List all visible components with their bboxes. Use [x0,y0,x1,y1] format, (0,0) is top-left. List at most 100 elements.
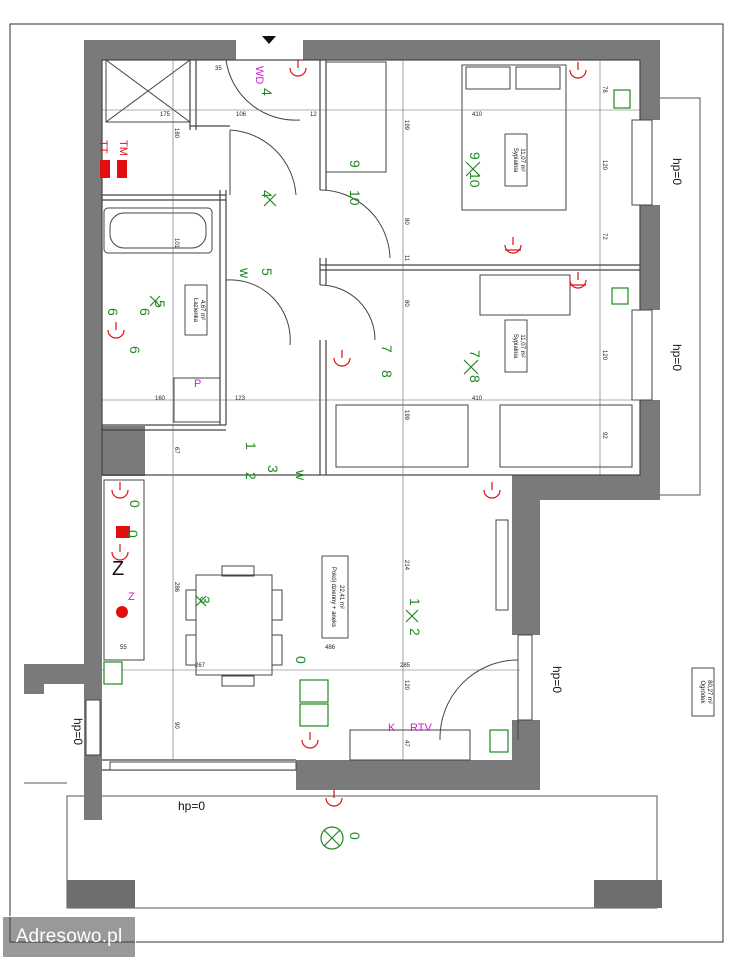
switch-0: 0 [293,656,309,664]
dim-80b: 80 [403,300,409,307]
z-label: Z [128,591,135,603]
dim-90: 90 [173,722,179,729]
dim-67: 67 [173,447,179,454]
dim-214: 214 [403,560,409,571]
light-x-icon [463,359,479,375]
svg-text:11,07 m²: 11,07 m² [519,334,525,357]
red-socket-icon [111,482,129,499]
exterior-walls [24,40,660,820]
switch-8: 8 [379,370,395,378]
drawing-frame [9,23,724,943]
watermark-text: Adresowo.pl [15,926,123,947]
switch-7b: 7 [467,350,483,358]
dim-286: 286 [173,582,179,593]
tm-label: TM [117,140,129,156]
switch-4b: 4 [259,190,275,198]
pillar-right [594,880,662,908]
room-label-bathroom: Łazienka 4,67 m² [184,284,208,336]
svg-text:Ogródek: Ogródek [699,680,705,704]
hp-label-bottom: hp=0 [178,799,205,813]
dim-55: 55 [120,645,127,651]
red-socket-icon [483,482,501,499]
wd-label: WD [253,66,265,84]
dimension-lines [102,60,640,760]
switch-6b: 6 [127,346,143,354]
heater-tm [117,160,127,178]
room-label-bedroom-top: Sypialnia 11,07 m² [504,133,528,187]
watermark-badge: Adresowo.pl [2,916,136,958]
heater-tt [100,160,110,178]
switch-9: 9 [347,160,363,168]
svg-text:80,27 m²: 80,27 m² [706,680,712,704]
socket-icon [103,661,123,685]
switch-3b: 3 [197,596,213,604]
switch-0d: 0 [127,500,143,508]
hp-label-right-low: hp=0 [550,666,564,693]
dim-267: 267 [195,663,206,669]
dim-78: 78 [601,86,607,93]
switch-8b: 8 [467,375,483,383]
z-symbol: Z [112,558,124,580]
svg-text:Sypialnia: Sypialnia [512,148,518,173]
cooker-marker [116,526,130,538]
socket-icon [489,729,509,753]
interior-walls [101,59,641,771]
switch-6c: 6 [105,308,121,316]
dim-123: 123 [235,396,246,402]
svg-text:Łazienka: Łazienka [192,298,198,323]
entrance-arrow-icon [262,36,276,44]
dim-175: 175 [160,112,171,118]
dim-35: 35 [215,66,222,72]
switch-2: 2 [243,472,259,480]
switch-7: 7 [379,345,395,353]
dim-106: 106 [236,112,247,118]
red-socket-icon [325,790,343,807]
svg-text:4,67 m²: 4,67 m² [199,300,205,320]
dim-72: 72 [601,233,607,240]
light-x-icon [465,161,481,177]
red-socket-icon [569,272,587,289]
dim-285: 285 [400,663,411,669]
dim-120c: 120 [403,680,409,691]
windows [85,119,653,771]
switch-9b: 9 [467,152,483,160]
outdoor-light-icon [320,826,344,850]
switch-2b: 2 [407,628,423,636]
red-socket-icon [569,62,587,79]
switch-w2: w [237,267,253,279]
switch-6: 6 [137,308,153,316]
red-socket-icon [504,237,522,254]
light-x-icon [263,193,277,207]
socket-icon [299,679,329,703]
dim-12: 12 [310,112,317,118]
svg-text:22,41 m²: 22,41 m² [338,585,344,609]
dim-120b: 120 [601,350,607,361]
light-x-icon [405,609,419,623]
red-socket-icon [107,322,125,339]
dim-92: 92 [601,432,607,439]
hp-label-left: hp=0 [71,718,85,745]
dim-410b: 410 [472,396,483,402]
svg-text:Pokój dzienny + aneks: Pokój dzienny + aneks [330,567,336,627]
red-socket-icon [333,350,351,367]
switch-3: 3 [265,465,281,473]
hp-label-right-mid: hp=0 [670,344,684,371]
red-socket-icon [289,60,307,77]
p-label: P [194,378,201,390]
socket-icon [611,287,629,305]
garden-outline-bottom [66,795,658,909]
k-label: K [388,722,396,734]
tt-label: TT [97,140,109,154]
room-label-bedroom-mid: Sypialnia 11,07 m² [504,319,528,373]
garden-outline-right [660,97,701,496]
dim-11: 11 [403,255,409,262]
switch-0b: 0 [125,530,141,538]
red-socket-icon [111,544,129,561]
light-x-icon [195,595,207,607]
switch-5b: 5 [152,300,168,308]
dim-120a: 120 [601,160,607,171]
dim-80a: 80 [403,218,409,225]
dim-47: 47 [403,740,409,747]
sink-marker [116,606,128,618]
